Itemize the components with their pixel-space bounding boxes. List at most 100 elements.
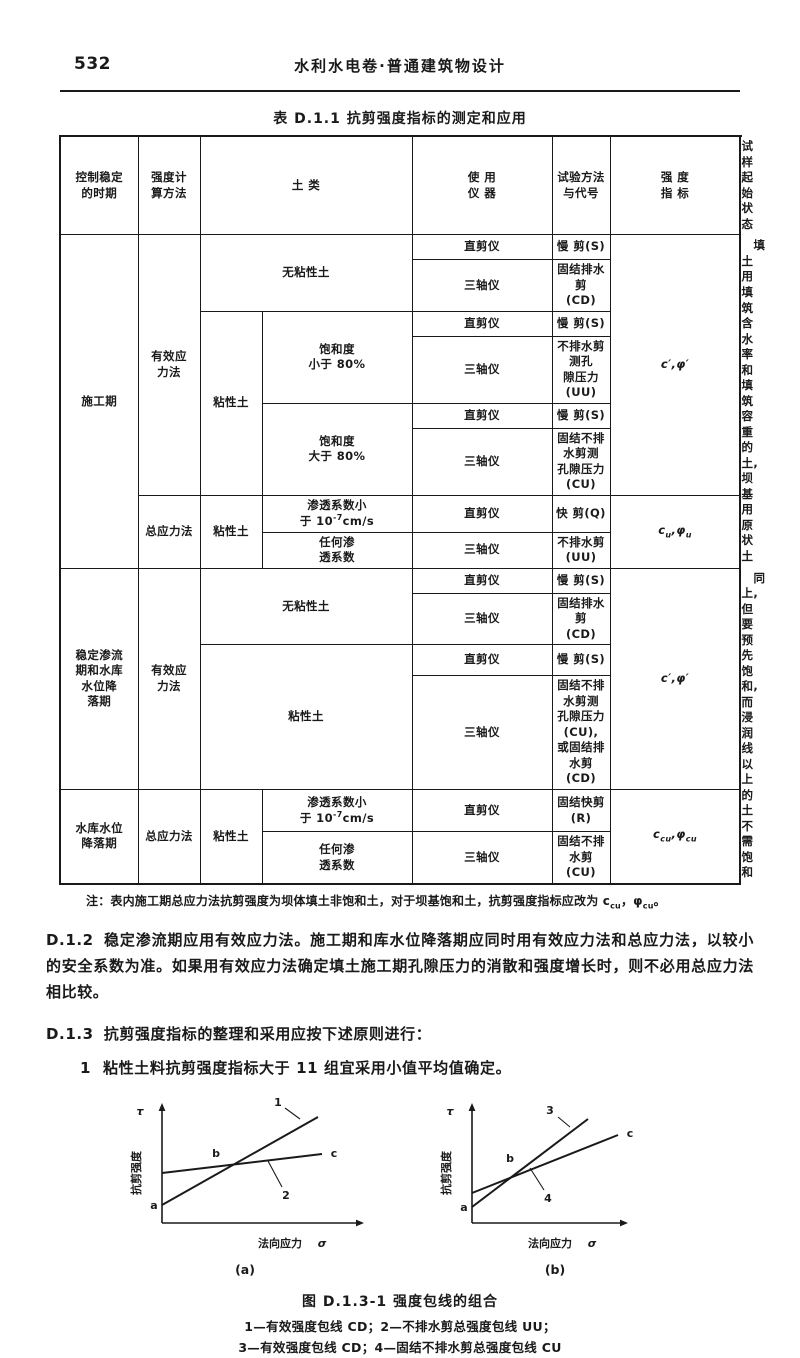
cell-permeability-any-1: 任何渗 透系数 [261, 531, 413, 569]
col-header-instrument: 使 用 仪 器 [411, 135, 553, 236]
table-note: 注：表内施工期总应力法抗剪强度为坝体填土非饱和土，对于坝基饱和土，抗剪强度指标应… [86, 893, 666, 911]
col-header-soil-type: 土 类 [199, 135, 413, 236]
cell-test-method: 慢 剪(S) [551, 234, 611, 261]
point-label-b: b [212, 1147, 220, 1160]
cell-soil-cohesive-1: 粘性土 [199, 310, 263, 496]
cell-saturation-gt80: 饱和度 大于 80% [261, 402, 413, 496]
cell-instrument-direct: 直剪仪 [411, 567, 553, 594]
cell-test-method: 固结排水剪 (CD) [551, 259, 611, 312]
x-axis-symbol-b: σ [588, 1237, 597, 1250]
cell-index-total-cu: ccu,φcu [609, 788, 741, 885]
y-axis-label-b: 抗剪强度 [439, 1150, 453, 1195]
cell-test-method: 慢 剪(S) [551, 567, 611, 594]
cell-test-method: 固结不排水剪 (CU) [551, 831, 611, 885]
cell-soil-cohesive-2: 粘性土 [199, 494, 263, 569]
cell-permeability-small-2: 渗透系数小 于 10-7cm/s [261, 788, 413, 833]
cell-test-method: 不排水剪(UU) [551, 531, 611, 569]
x-axis-label-a: 法向应力 [258, 1236, 302, 1250]
cell-test-method: 慢 剪(S) [551, 402, 611, 429]
cell-index-effective-1: c′,φ′ [609, 234, 741, 496]
cell-instrument-direct: 直剪仪 [411, 234, 553, 261]
cell-instrument-triaxial: 三轴仪 [411, 831, 553, 885]
cell-soil-noncohesive-2: 无粘性土 [199, 567, 413, 646]
cell-instrument-triaxial: 三轴仪 [411, 335, 553, 404]
table-row: 任何渗 透系数 三轴仪 固结不排水剪 (CU) [60, 831, 740, 885]
paragraph-number: D.1.2 [46, 931, 94, 950]
table-header-row: 控制稳定 的时期 强度计 算方法 土 类 使 用 仪 器 试验方法与代号 [59, 135, 753, 236]
figure-a-svg: 1 2 a b c 抗剪强度 τ 法向应力 σ [129, 1096, 364, 1250]
curve-label-3: 3 [546, 1104, 554, 1117]
cell-test-method: 固结不排水剪测 孔隙压力(CU) [551, 427, 611, 496]
cell-permeability-small-1: 渗透系数小 于 10-7cm/s [261, 494, 413, 533]
cell-instrument-direct: 直剪仪 [411, 494, 553, 533]
figure-caption: 图 D.1.3-1 强度包线的组合 [301, 1294, 499, 1311]
curve-label-1: 1 [274, 1096, 282, 1109]
figure-b-svg: 3 4 a b c 抗剪强度 τ 法向应力 σ [439, 1103, 634, 1250]
cell-test-method: 固结排水剪 (CD) [551, 592, 611, 646]
cell-test-method: 快 剪(Q) [551, 494, 611, 533]
figure-panel-b: 3 4 a b c 抗剪强度 τ 法向应力 σ (b) [405, 1095, 705, 1277]
col-header-method: 强度计 算方法 [137, 135, 201, 236]
paragraph-number: D.1.3 [46, 1024, 94, 1043]
point-label-a: a [460, 1201, 467, 1214]
curve-label-2: 2 [282, 1189, 290, 1202]
table-row: 粘性土 直剪仪 慢 剪(S) [60, 644, 740, 790]
cell-index-total-u: cu,φu [609, 494, 741, 569]
page-number: 532 [74, 54, 111, 74]
cell-instrument-direct: 直剪仪 [411, 788, 553, 833]
item-number: 1 [80, 1058, 92, 1077]
cell-method-total-2: 总应力法 [137, 788, 201, 885]
col-header-period: 控制稳定 的时期 [59, 135, 139, 236]
cell-method-effective-2: 有效应 力法 [137, 567, 201, 790]
cell-saturation-lt80: 饱和度 小于 80% [261, 310, 413, 404]
paragraph-d13: D.1.3 抗剪强度指标的整理和采用应按下述原则进行： [46, 1022, 754, 1048]
point-label-b: b [506, 1152, 514, 1165]
permeability-value: 于 10-7cm/s [299, 810, 375, 825]
cell-soil-noncohesive-1: 无粘性土 [199, 234, 413, 312]
panel-label-b: (b) [544, 1262, 566, 1278]
cell-period-drawdown: 水库水位 降落期 [59, 788, 139, 885]
table-row: 三轴仪 不排水剪测孔 隙压力(UU) [60, 335, 740, 404]
x-axis-label-b: 法向应力 [528, 1236, 572, 1250]
figure-legend-line-2: 3—有效强度包线 CD；4—固结不排水剪总强度包线 CU [238, 1339, 562, 1355]
cell-instrument-direct: 直剪仪 [411, 310, 553, 337]
running-title: 水利水电卷·普通建筑物设计 [294, 57, 506, 75]
cell-test-method: 不排水剪测孔 隙压力(UU) [551, 335, 611, 404]
running-head: 532 水利水电卷·普通建筑物设计 [60, 52, 740, 86]
paragraph-text: 抗剪强度指标的整理和采用应按下述原则进行： [103, 1024, 432, 1043]
permeability-value: 于 10-7cm/s [299, 513, 375, 529]
document-page: 532 水利水电卷·普通建筑物设计 表 D.1.1 抗剪强度指标的测定和应用 控… [0, 52, 800, 1355]
col-header-strength-index: 强 度 指 标 [609, 135, 741, 236]
x-axis-symbol-a: σ [318, 1237, 327, 1250]
cell-test-method: 慢 剪(S) [551, 310, 611, 337]
cell-test-method: 固结快剪(R) [551, 788, 611, 833]
cell-test-method: 固结不排水剪测 孔隙压力(CU), 或固结排水剪 (CD) [551, 675, 611, 790]
cell-soil-cohesive-4: 粘性土 [199, 788, 263, 885]
table-row: 水库水位 降落期 总应力法 粘性土 渗透系数小 于 10-7cm/s 直剪仪 固… [59, 788, 741, 885]
col-header-test-method: 试验方法与代号 [551, 135, 611, 236]
table-row: 三轴仪 固结排水剪 (CD) [60, 592, 740, 646]
strength-index-table: 控制稳定 的时期 强度计 算方法 土 类 使 用 仪 器 试验方法与代号 [59, 135, 765, 885]
table-row: 总应力法 粘性土 渗透系数小 于 10-7cm/s 直剪仪 快 剪(Q) cu,… [60, 494, 741, 569]
y-axis-label-a: 抗剪强度 [129, 1150, 143, 1195]
figure-group: 1 2 a b c 抗剪强度 τ 法向应力 σ (a) [0, 1095, 800, 1277]
figure-panel-a: 1 2 a b c 抗剪强度 τ 法向应力 σ (a) [95, 1095, 395, 1277]
cell-soil-cohesive-3: 粘性土 [199, 644, 413, 790]
cell-instrument-triaxial: 三轴仪 [411, 427, 553, 496]
panel-label-a: (a) [235, 1262, 255, 1278]
point-label-c: c [627, 1127, 634, 1140]
paragraph-text: 稳定渗流期应用有效应力法。施工期和库水位降落期应同时用有效应力法和总应力法，以较… [46, 931, 754, 1001]
cell-instrument-triaxial: 三轴仪 [411, 531, 553, 569]
cell-method-effective-1: 有效应 力法 [137, 234, 201, 496]
curve-label-4: 4 [544, 1192, 552, 1205]
cell-method-total-1: 总应力法 [137, 494, 201, 569]
figure-legend-line-1: 1—有效强度包线 CD；2—不排水剪总强度包线 UU； [244, 1319, 556, 1335]
cell-period-construction: 施工期 [59, 234, 139, 569]
cell-instrument-direct: 直剪仪 [411, 402, 553, 429]
table-row: 三轴仪 固结不排水剪测 孔隙压力(CU) [60, 427, 740, 496]
table-row: 饱和度 大于 80% 直剪仪 慢 剪(S) [60, 402, 740, 496]
point-label-a: a [150, 1199, 157, 1212]
y-axis-symbol-a: τ [136, 1105, 144, 1118]
figure-legend: 1—有效强度包线 CD；2—不排水剪总强度包线 UU； 3—有效强度包线 CD；… [0, 1317, 800, 1358]
